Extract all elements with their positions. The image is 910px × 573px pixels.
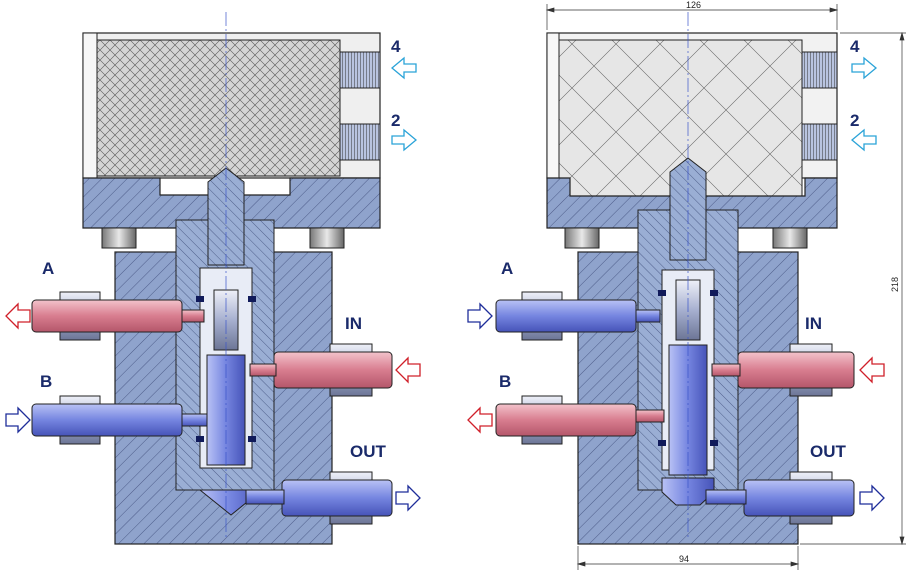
right-label-4: 4 (850, 37, 860, 56)
right-fitting-B-passage (635, 409, 665, 423)
right-label-IN: IN (805, 314, 822, 333)
left-label-B: B (40, 372, 52, 391)
left-label-OUT: OUT (350, 442, 387, 461)
right-fitting-A-passage (635, 309, 661, 323)
right-arrow-OUT (859, 484, 885, 512)
right-bolt-2 (772, 227, 808, 249)
right-stem (669, 157, 707, 261)
left-label-IN: IN (345, 314, 362, 333)
left-arrow-B (5, 406, 31, 434)
dimension-bottom (576, 546, 800, 570)
left-arrow-A (5, 302, 31, 330)
right-fitting-OUT-passage (705, 489, 747, 505)
right-fitting-B-tube (495, 403, 637, 437)
right-bolt-1 (564, 227, 600, 249)
left-port-2-thread (339, 123, 381, 161)
left-label-4: 4 (391, 37, 401, 56)
left-fitting-OUT-tube (281, 479, 393, 517)
dimension-right (800, 31, 906, 546)
left-bolt-1 (101, 227, 137, 249)
right-actuator-wall (546, 32, 560, 179)
right-seals (658, 290, 718, 446)
left-arrow-IN (395, 356, 421, 384)
left-port-4-thread (339, 51, 381, 89)
left-arrow-OUT (395, 484, 421, 512)
left-fitting-A-passage (181, 309, 205, 323)
right-fitting-OUT-tube (743, 479, 855, 517)
dimension-bottom-value: 94 (679, 554, 689, 564)
left-arrow-2 (391, 128, 418, 152)
right-label-A: A (501, 259, 513, 278)
left-fitting-IN-passage (249, 363, 277, 377)
left-label-2: 2 (391, 111, 400, 130)
right-fitting-IN-tube (737, 351, 855, 389)
left-fitting-B-passage (181, 413, 208, 427)
right-arrow-B (467, 406, 493, 434)
left-fitting-IN-tube (273, 351, 393, 389)
left-arrow-4 (390, 56, 417, 80)
right-fitting-IN-passage (711, 363, 741, 377)
right-fitting-A-tube (495, 299, 637, 333)
left-fitting-A-tube (31, 299, 183, 333)
right-valve-view: 4 2 A B IN OUT 126 94 218 (467, 0, 906, 570)
right-arrow-4 (851, 56, 878, 80)
left-fitting-OUT-passage (245, 489, 285, 505)
dimension-top (545, 4, 839, 30)
left-valve-view: 4 2 A B IN OUT (5, 12, 421, 545)
right-arrow-A (467, 302, 493, 330)
dimension-right-value: 218 (890, 277, 900, 292)
dimension-top-value: 126 (686, 0, 701, 10)
right-label-OUT: OUT (810, 442, 847, 461)
right-label-2: 2 (850, 111, 859, 130)
right-port-2-thread (801, 123, 838, 161)
right-port-4-thread (801, 51, 838, 89)
right-arrow-IN (859, 356, 885, 384)
right-label-B: B (499, 372, 511, 391)
right-arrow-2 (850, 128, 877, 152)
left-bolt-2 (309, 227, 345, 249)
left-label-A: A (42, 259, 54, 278)
left-fitting-B-tube (31, 403, 183, 437)
left-seals (196, 296, 256, 442)
left-actuator-piston (96, 39, 341, 177)
left-actuator-wall (82, 32, 98, 179)
